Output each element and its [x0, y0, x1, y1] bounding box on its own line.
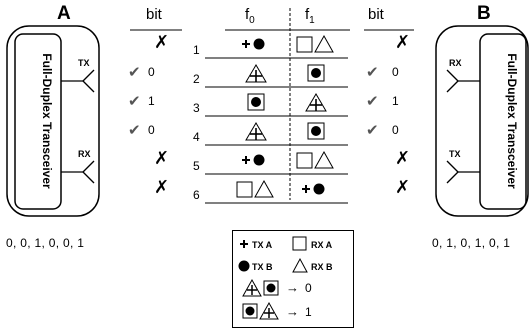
symbol-square-triangle-icon [236, 179, 274, 198]
legend-plus-icon [240, 240, 248, 248]
row-number: 6 [193, 188, 200, 202]
left-bit-value: 0 [148, 65, 155, 79]
legend-plus-label: TX A [252, 240, 273, 250]
check-icon: ✔ [128, 64, 141, 81]
f1-header-base: f [305, 6, 310, 23]
symbol-square-dot-icon [307, 64, 325, 82]
f0-header-sub: 0 [249, 15, 255, 26]
right-bit-value: 1 [392, 94, 399, 108]
symbol-square-dot-icon [247, 93, 265, 111]
device-a-outer-frame [6, 25, 100, 217]
device-b-transceiver-label: Full-Duplex Transceiver [505, 53, 519, 189]
device-b-diagram: RX TX Full-Duplex Transceiver [435, 25, 529, 217]
legend-dot-icon [238, 260, 250, 272]
legend-zero-pair-icon [242, 278, 279, 297]
right-bit-value: 0 [392, 65, 399, 79]
f1-header-sub: 1 [309, 15, 315, 26]
device-a-tx-label: TX [78, 58, 90, 68]
legend-dot-label: TX B [252, 262, 273, 272]
legend: TX A RX A TX B RX B → 0 → 1 [232, 230, 354, 328]
check-icon: ✔ [128, 93, 141, 110]
check-icon: ✔ [128, 122, 141, 139]
check-icon: ✔ [366, 93, 379, 110]
symbol-triangle-plus-icon [245, 64, 267, 83]
device-b-tx-label: TX [449, 149, 461, 159]
device-b-label: B [477, 3, 491, 24]
legend-square-icon [292, 236, 307, 251]
symbol-plus-dot-icon [242, 38, 265, 50]
right-bit-value: 0 [392, 123, 399, 137]
f1-header: f1 [305, 6, 315, 26]
row-number: 2 [193, 72, 200, 86]
symbol-triangle-plus-icon [245, 122, 267, 141]
symbol-plus-dot-icon [302, 183, 325, 195]
symbol-plus-dot-icon [242, 154, 265, 166]
device-a-diagram: TX RX Full-Duplex Transceiver [6, 25, 100, 217]
bit-header-right: bit [368, 6, 384, 23]
device-b-transceiver-box [479, 33, 527, 210]
legend-one-value: 1 [305, 305, 312, 319]
legend-zero-value: 0 [305, 281, 312, 295]
row-number: 1 [193, 43, 200, 57]
symbol-square-triangle-icon [296, 34, 334, 53]
device-b-rx-label: RX [449, 58, 462, 68]
legend-one-arrow: → [286, 304, 299, 319]
bit-header-left: bit [146, 6, 162, 23]
cross-icon: ✗ [154, 148, 170, 169]
cross-icon: ✗ [154, 177, 170, 198]
left-bit-value: 0 [148, 123, 155, 137]
symbol-square-triangle-icon [296, 150, 334, 169]
legend-zero-arrow: → [286, 280, 299, 295]
symbol-square-dot-icon [307, 122, 325, 140]
row-number: 3 [193, 101, 200, 115]
device-a-label: A [57, 3, 71, 24]
row-number: 5 [193, 159, 200, 173]
row-number: 4 [193, 130, 200, 144]
symbol-triangle-plus-icon [305, 93, 327, 112]
device-a-transceiver-box [14, 33, 62, 210]
legend-square-label: RX A [311, 240, 333, 250]
f0-header: f0 [245, 6, 255, 26]
legend-triangle-icon [292, 257, 308, 273]
device-a-sequence: 0, 0, 1, 0, 0, 1 [6, 236, 85, 250]
check-icon: ✔ [366, 122, 379, 139]
cross-icon: ✗ [395, 177, 411, 198]
legend-triangle-label: RX B [311, 262, 333, 272]
check-icon: ✔ [366, 64, 379, 81]
device-b-outer-frame [435, 25, 529, 217]
cross-icon: ✗ [395, 148, 411, 169]
left-bit-value: 1 [148, 94, 155, 108]
cross-icon: ✗ [395, 32, 411, 53]
device-a-rx-label: RX [78, 149, 91, 159]
f0-header-base: f [245, 6, 250, 23]
device-b-sequence: 0, 1, 0, 1, 0, 1 [432, 236, 511, 250]
device-a-transceiver-label: Full-Duplex Transceiver [40, 53, 54, 189]
legend-one-pair-icon [242, 301, 279, 320]
cross-icon: ✗ [154, 32, 170, 53]
